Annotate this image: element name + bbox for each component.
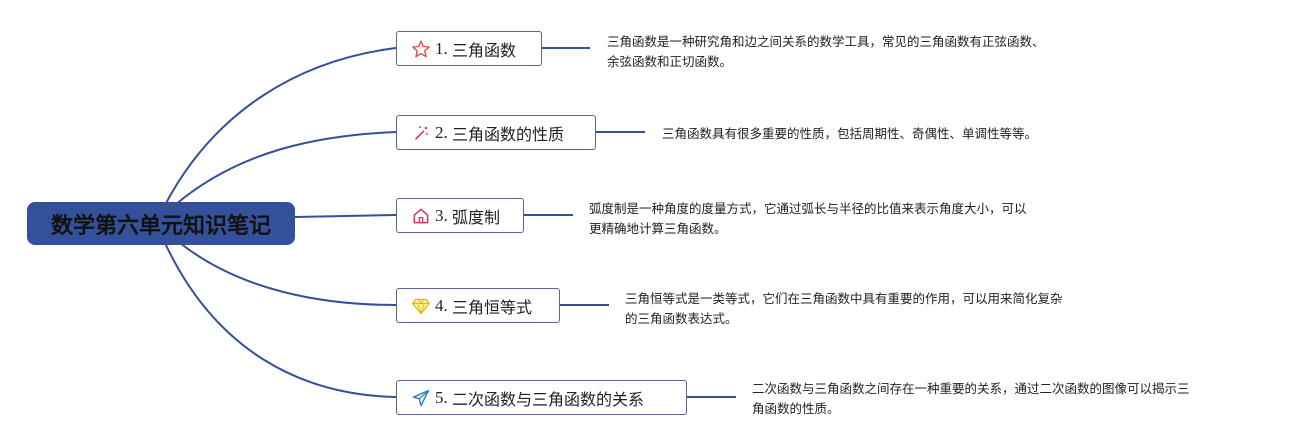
branch-line-3 [294,214,397,218]
star-icon [411,39,431,59]
home-icon [411,206,431,226]
topic-number: 4. [435,295,448,315]
note-4: 三角恒等式是一类等式，它们在三角函数中具有重要的作用，可以用来简化复杂 的三角函… [625,289,1063,329]
note-line: 角函数的性质。 [752,401,840,416]
note-line: 的三角函数表达式。 [625,311,738,326]
note-line: 余弦函数和正切函数。 [607,54,733,69]
topic-title: 弧度制 [452,207,501,227]
sparkle-wand-icon [411,123,431,143]
note-2: 三角函数具有很多重要的性质，包括周期性、奇偶性、单调性等等。 [662,124,1037,144]
topic-node-4[interactable]: 4. 三角恒等式 [396,288,560,323]
root-topic[interactable]: 数学第六单元知识笔记 [27,202,295,245]
topic-number: 2. [435,122,448,142]
topic-node-3[interactable]: 3. 弧度制 [396,198,524,233]
topic-title: 三角函数的性质 [452,124,565,144]
topic-node-2[interactable]: 2. 三角函数的性质 [396,115,596,150]
branch-line-4 [179,242,397,306]
diamond-icon [411,296,431,316]
branch-line-5 [164,242,397,398]
topic-node-5[interactable]: 5. 二次函数与三角函数的关系 [396,380,687,415]
note-1: 三角函数是一种研究角和边之间关系的数学工具，常见的三角函数有正弦函数、 余弦函数… [607,32,1045,72]
topic-title: 三角函数 [452,40,517,60]
paper-plane-icon [411,388,431,408]
note-line: 二次函数与三角函数之间存在一种重要的关系，通过二次函数的图像可以揭示三 [752,381,1190,396]
topic-number: 5. [435,387,448,407]
topic-node-1[interactable]: 1. 三角函数 [396,31,542,66]
note-line: 更精确地计算三角函数。 [589,221,727,236]
topic-title: 三角恒等式 [452,297,533,317]
note-3: 弧度制是一种角度的度量方式，它通过弧长与半径的比值来表示角度大小，可以 更精确地… [589,199,1027,239]
note-line: 弧度制是一种角度的度量方式，它通过弧长与半径的比值来表示角度大小，可以 [589,201,1027,216]
branch-line-2 [174,131,397,206]
topic-title: 二次函数与三角函数的关系 [452,389,645,409]
note-line: 三角函数具有很多重要的性质，包括周期性、奇偶性、单调性等等。 [662,126,1038,141]
topic-number: 1. [435,38,448,58]
topic-number: 3. [435,205,448,225]
note-line: 三角函数是一种研究角和边之间关系的数学工具，常见的三角函数有正弦函数、 [607,34,1045,49]
branch-line-1 [164,47,397,206]
note-5: 二次函数与三角函数之间存在一种重要的关系，通过二次函数的图像可以揭示三 角函数的… [752,379,1190,419]
note-line: 三角恒等式是一类等式，它们在三角函数中具有重要的作用，可以用来简化复杂 [625,291,1063,306]
